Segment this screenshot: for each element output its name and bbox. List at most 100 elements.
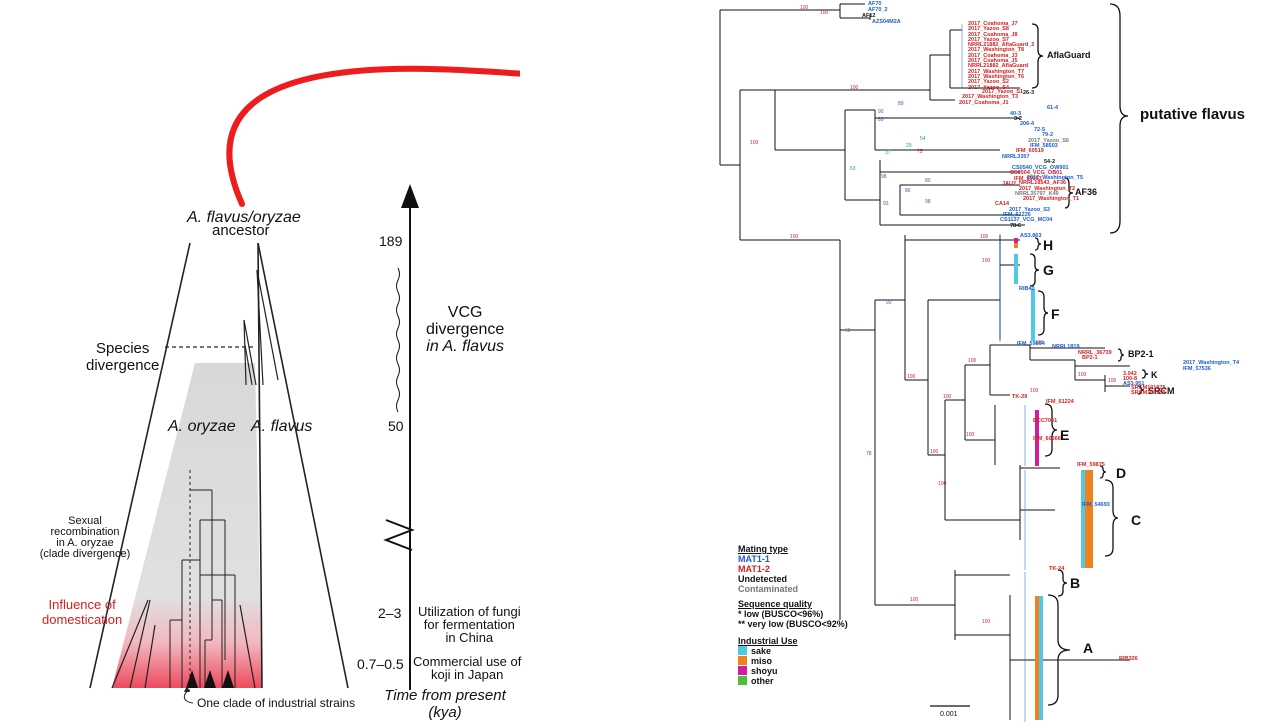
svg-text:100: 100 xyxy=(938,481,947,487)
bp21-label: BP2-1 xyxy=(1128,349,1154,359)
leaf-rib40: RIB40 xyxy=(1019,286,1035,292)
legend-mating-title: Mating type xyxy=(738,544,789,554)
svg-text:98: 98 xyxy=(925,199,931,205)
ancestor-sublabel: ancestor xyxy=(212,222,270,239)
sake-swatch xyxy=(738,646,747,655)
industrial-clade-marker xyxy=(204,670,216,688)
industrial-strains-label: One clade of industrial strains xyxy=(197,696,356,710)
svg-text:100: 100 xyxy=(980,234,989,240)
leaf-srcm101975: SRCM101975 xyxy=(1131,385,1166,391)
svg-text:80: 80 xyxy=(925,178,931,184)
leaf-ifm61224: IFM_61224 xyxy=(1046,399,1074,405)
svg-text:89: 89 xyxy=(878,117,884,123)
putative-flavus-label: putative flavus xyxy=(1140,106,1246,123)
legend-mat11: MAT1-1 xyxy=(738,554,770,564)
svg-text:78: 78 xyxy=(866,451,872,457)
svg-text:100: 100 xyxy=(982,258,991,264)
svg-text:98: 98 xyxy=(881,174,887,180)
leaf-rib326: RIB326 xyxy=(1119,656,1138,662)
svg-text:89: 89 xyxy=(898,101,904,107)
aflaguard-label: AflaGuard xyxy=(1047,50,1091,60)
svg-text:75: 75 xyxy=(917,149,923,155)
leaf-nrrl36739: NRRL_36739 xyxy=(1078,350,1112,356)
legend-other: other xyxy=(738,676,848,686)
svg-text:100: 100 xyxy=(1035,340,1044,346)
svg-text:100: 100 xyxy=(982,619,991,625)
svg-text:100: 100 xyxy=(1078,372,1087,378)
oryzae-label: A. oryzae xyxy=(168,418,236,435)
tick-0.7-0.5: 0.7–0.5 xyxy=(357,656,404,672)
scale-bar-label: 0.001 xyxy=(940,711,958,718)
leaf-bcc7051: BCC7051 xyxy=(1033,418,1058,424)
red-curve-arrow xyxy=(226,65,520,207)
svg-text:100: 100 xyxy=(800,5,809,11)
svg-text:93: 93 xyxy=(883,201,889,207)
tick-2-3: 2–3 xyxy=(378,605,402,621)
fermentation-event: Utilization of fungi for fermentation in… xyxy=(418,604,521,645)
legend-industrial-title: Industrial Use xyxy=(738,636,798,646)
leaf-ifm57536: IFM_57536 xyxy=(1183,366,1211,372)
vcg-label: VCG divergence in A. flavus xyxy=(426,304,505,355)
svg-text:37: 37 xyxy=(885,150,891,156)
svg-text:63: 63 xyxy=(850,166,856,172)
leaf-srcm101989: SRCM101989 xyxy=(1131,390,1166,396)
phylogenetic-tree: 100 100 100 100 100 90 89 89 54 37 29 75… xyxy=(719,3,1149,722)
clade-label-e: E xyxy=(1060,427,1070,443)
clade-label-b: B xyxy=(1070,575,1081,591)
leaf-ifm54693: IFM_54693 xyxy=(1082,502,1110,508)
ancestor-label: A. flavus/oryzae xyxy=(187,209,301,226)
svg-text:29: 29 xyxy=(906,143,912,149)
clade-label-f: F xyxy=(1051,306,1060,322)
vcg-wavy-line xyxy=(396,267,400,413)
tick-50: 50 xyxy=(388,418,404,434)
leaf-ifm60666: IFM_60666 xyxy=(1033,436,1061,442)
sexual-recombination-label: Sexual recombination in A. oryzae (clade… xyxy=(39,515,131,560)
svg-text:86: 86 xyxy=(905,188,911,194)
evolution-schematic xyxy=(89,65,520,704)
species-divergence-label: Species divergence xyxy=(86,340,160,374)
leaf-as3-951: AS3.951 xyxy=(1123,381,1145,387)
af36-leaf-list: 2017_Washington_T5 NRRL18543_AF36 2017_W… xyxy=(995,175,1084,229)
leaf-100-8: 100-8 xyxy=(1123,376,1138,382)
legend: Mating type MAT1-1 MAT1-2 Undetected Con… xyxy=(738,544,848,686)
svg-text:100: 100 xyxy=(907,374,916,380)
svg-text:100: 100 xyxy=(850,85,859,91)
industrial-clade-marker xyxy=(222,670,234,688)
leaf-tk24: TK-24 xyxy=(1049,566,1065,572)
flavus-label: A. flavus xyxy=(251,418,313,435)
clade-label-g: G xyxy=(1043,262,1054,278)
miso-swatch xyxy=(738,656,747,665)
svg-text:100: 100 xyxy=(966,432,975,438)
leaf-af12: AF12 xyxy=(862,13,876,19)
legend-undetected: Undetected xyxy=(738,574,788,584)
legend-very-low: ** very low (BUSCO<92%) xyxy=(738,619,848,629)
leaf-af70-2: AF70_2 xyxy=(868,7,888,13)
mid-leaf-list: 2017_Yazoo_S1 2017_Washington_T3 2017_Co… xyxy=(959,89,1069,187)
clade-label-h: H xyxy=(1043,237,1054,253)
svg-text:100: 100 xyxy=(820,10,829,16)
industrial-clade-marker xyxy=(186,670,198,688)
svg-text:100: 100 xyxy=(930,449,939,455)
tip-cluster-lines xyxy=(961,24,1026,722)
clade-label-c: C xyxy=(1131,512,1142,528)
leaf-3042: 3.042 xyxy=(1123,371,1137,377)
domestication-label: Influence of domestication xyxy=(42,597,123,627)
srcm-label: SRCM xyxy=(1148,386,1175,396)
axis-break xyxy=(383,519,415,551)
leaf-tk29: TK-29 xyxy=(1012,394,1028,400)
leaf-af70: AF70 xyxy=(868,1,882,7)
svg-text:90: 90 xyxy=(878,109,884,115)
legend-contaminated: Contaminated xyxy=(738,584,799,594)
aflaguard-leaf-list: 2017_Coahoma_J7 2017_Yazoo_S8 2017_Coaho… xyxy=(968,21,1035,96)
clade-label-k: K xyxy=(1151,370,1158,380)
industrial-subtree xyxy=(169,470,236,688)
tick-189: 189 xyxy=(379,233,403,249)
leaf-ifm59894: IFM_59894 xyxy=(1017,341,1045,347)
legend-low: * low (BUSCO<96%) xyxy=(738,609,824,619)
svg-text:100: 100 xyxy=(910,597,919,603)
clade-label-d: D xyxy=(1116,465,1127,481)
time-axis-arrowhead xyxy=(401,184,419,208)
time-axis-label: Time from present (kya) xyxy=(384,687,506,721)
legend-quality-title: Sequence quality xyxy=(738,599,813,609)
af36-label: AF36 xyxy=(1075,187,1098,197)
